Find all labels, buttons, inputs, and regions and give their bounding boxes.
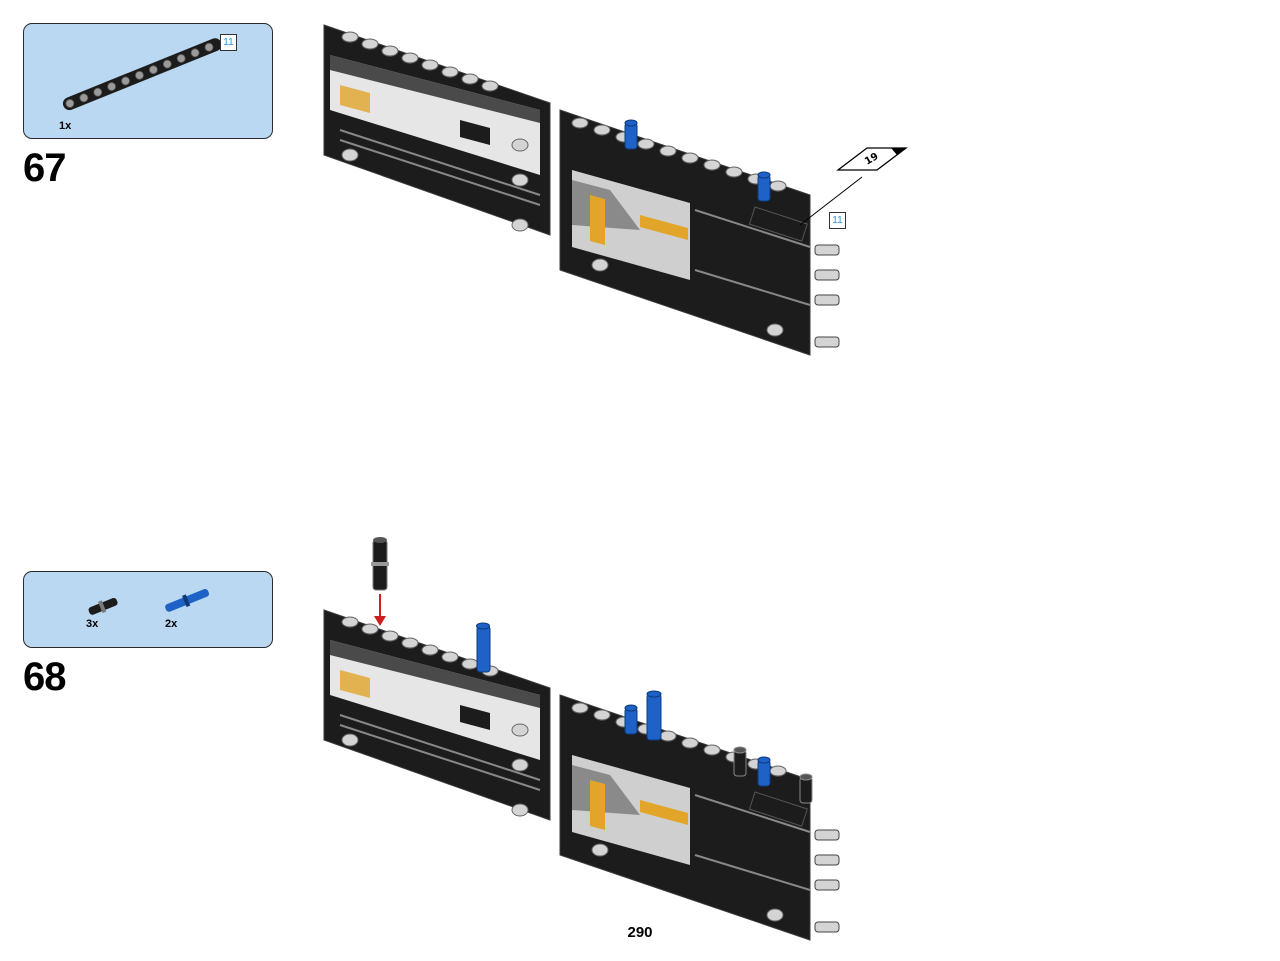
model-length-callout: 11 xyxy=(829,212,846,229)
step-number-68: 68 xyxy=(23,655,66,699)
long-pin-quantity: 2x xyxy=(165,618,178,630)
incoming-pin xyxy=(371,537,389,591)
step-number-67: 67 xyxy=(23,146,66,190)
friction-pin-black-icon xyxy=(88,597,118,615)
beam-length-callout: 11 xyxy=(220,34,237,51)
friction-pin-quantity: 3x xyxy=(86,618,99,630)
page-number: 290 xyxy=(627,924,653,941)
parts-list-step-68: 3x 2x xyxy=(23,571,273,648)
long-pin-blue-icon xyxy=(165,588,209,612)
parts-list-step-67: 11 1x xyxy=(23,23,273,139)
step-68-model-illustration xyxy=(323,537,840,941)
step-67-model-illustration: 19 xyxy=(323,24,908,356)
beam-quantity: 1x xyxy=(59,120,72,132)
technic-beam-11-icon xyxy=(62,38,222,111)
